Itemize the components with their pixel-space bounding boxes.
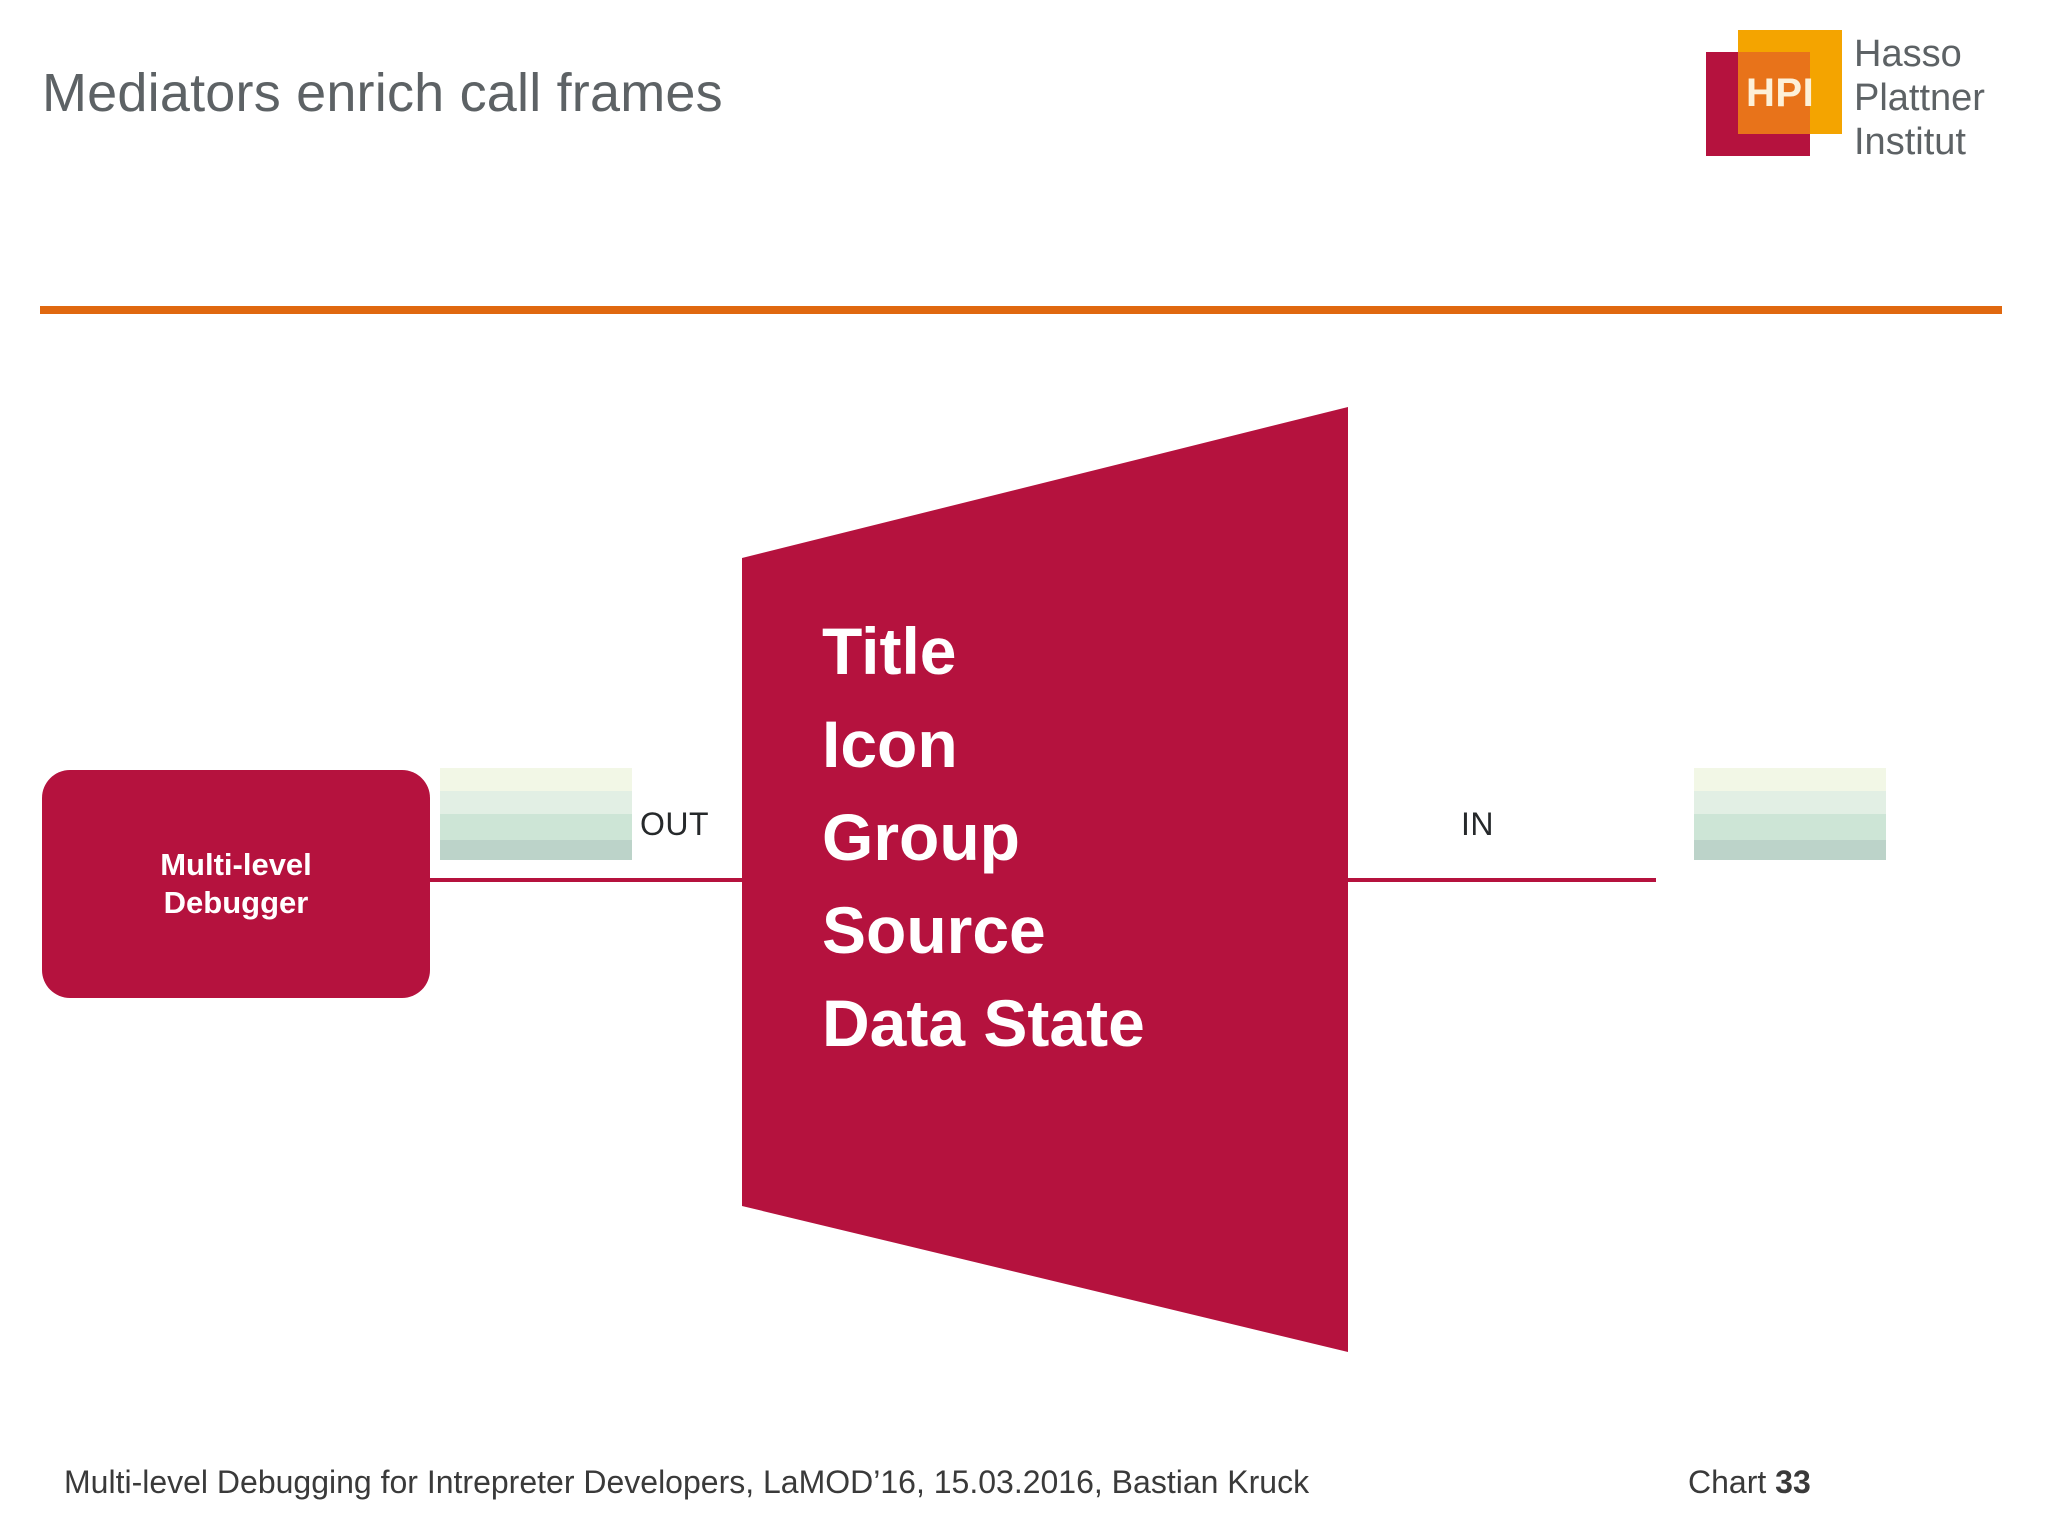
footer-chart-number: Chart 33 — [1688, 1464, 1811, 1501]
logo-wordmark: Hasso Plattner Institut — [1854, 32, 1985, 164]
debugger-box-line1: Multi-level — [160, 847, 312, 883]
footer-citation: Multi-level Debugging for Intrepreter De… — [64, 1464, 1310, 1500]
call-frame-stack-out — [440, 768, 632, 860]
debugger-box-line2: Debugger — [163, 885, 309, 920]
logo-word-plattner: Plattner — [1854, 77, 1985, 120]
mediator-trapezoid-icon — [742, 407, 1348, 1352]
logo-square-overlap — [1738, 52, 1810, 134]
mediator-shape: Title Icon Group Source Data State — [730, 400, 1352, 1360]
hpi-logo-mark: HPI — [1706, 30, 1842, 162]
mediator-attribute-list: Title Icon Group Source Data State — [822, 608, 1342, 1074]
in-label: IN — [1461, 806, 1494, 842]
footer-chart-value: 33 — [1775, 1464, 1811, 1500]
call-frame-stack-in — [1694, 768, 1886, 860]
logo-word-institut: Institut — [1854, 121, 1966, 164]
footer-chart-label: Chart — [1688, 1464, 1767, 1500]
mediator-attr-data-state: Data State — [822, 986, 1145, 1061]
logo-hpi-text: HPI — [1746, 71, 1815, 115]
mediator-attr-title: Title — [822, 614, 957, 688]
connector-line-out — [428, 878, 752, 882]
logo-word-hasso: Hasso — [1854, 33, 1962, 75]
multi-level-debugger-box: Multi-level Debugger — [42, 770, 430, 998]
page-title: Mediators enrich call frames — [42, 63, 723, 123]
header-divider — [40, 306, 2002, 314]
out-label: OUT — [640, 806, 710, 842]
mediator-attr-icon: Icon — [822, 707, 958, 782]
connector-line-in — [1344, 878, 1656, 882]
mediator-attr-group: Group — [822, 800, 1020, 875]
hpi-logo: HPI Hasso Plattner Institut — [1706, 30, 2016, 170]
mediator-attr-source: Source — [822, 893, 1046, 968]
